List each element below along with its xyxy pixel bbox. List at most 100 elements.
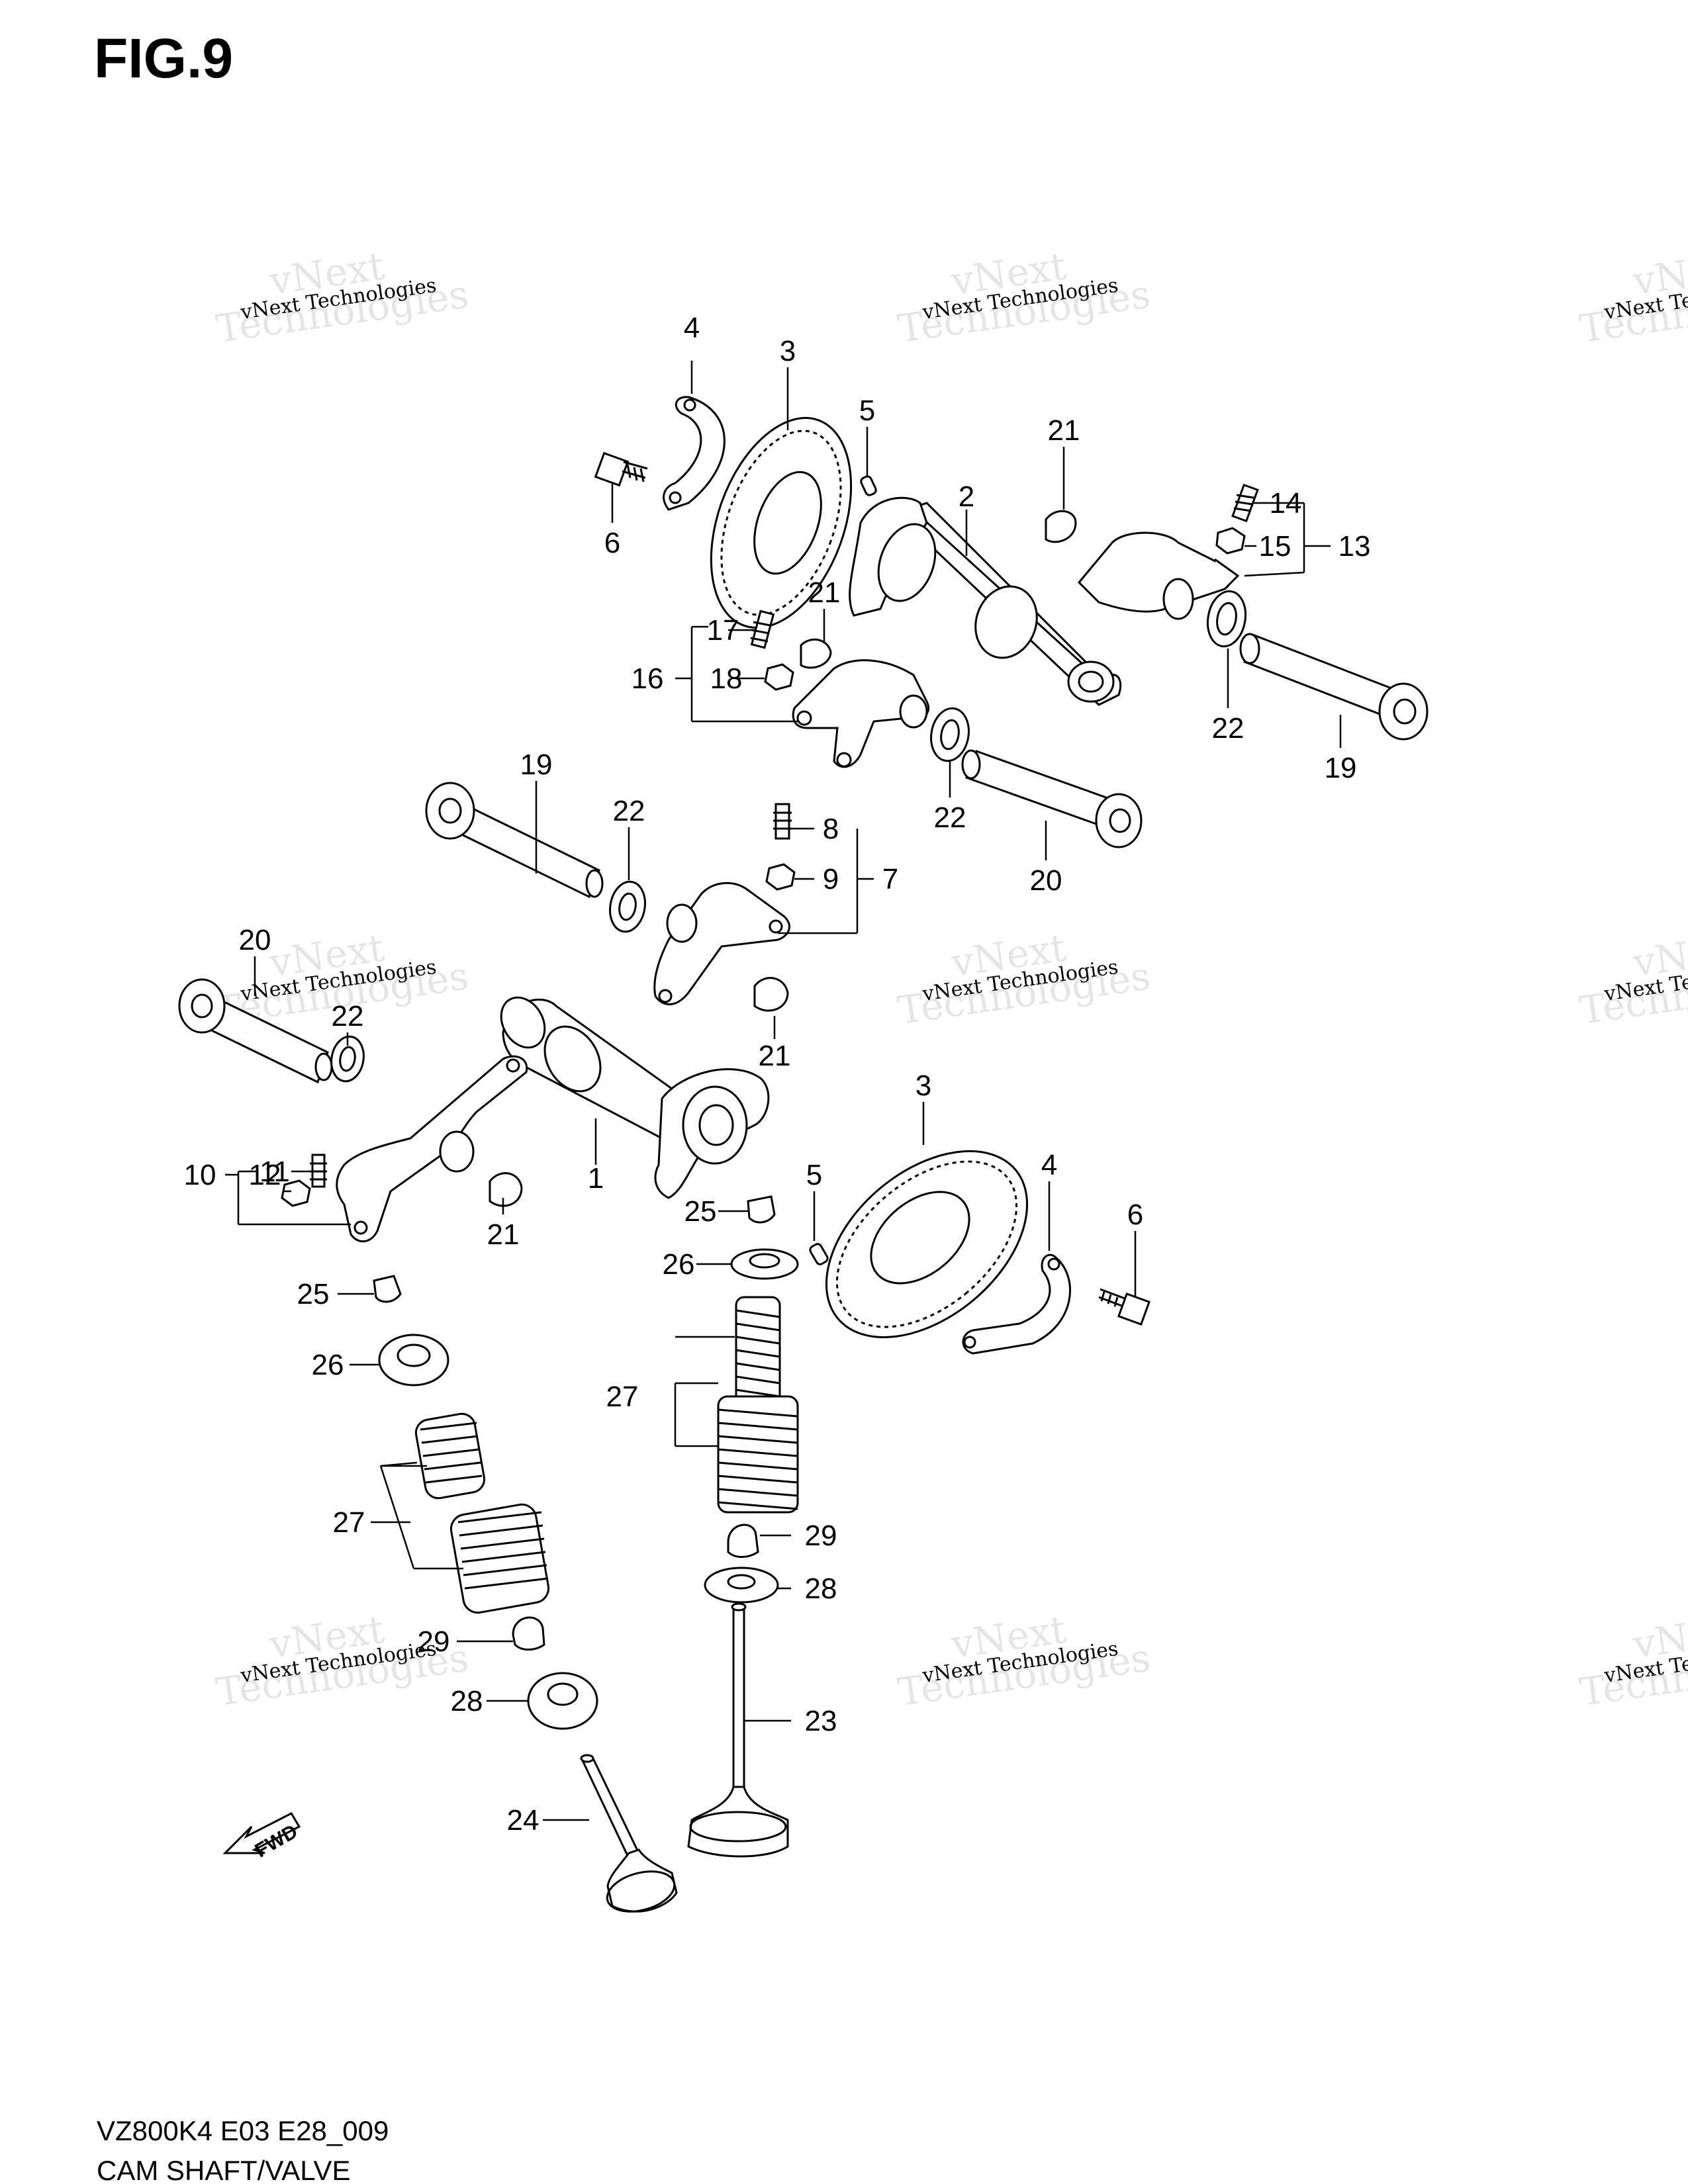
- part-bolt-lower: [1098, 1288, 1150, 1326]
- watermark-9: vNext Technologies vNext Technologies: [1577, 1607, 1688, 1715]
- part-rocker-arm-upper-right: [1077, 531, 1240, 620]
- callout-6-lower: 6: [1127, 1199, 1143, 1231]
- part-spring-seat-center: [704, 1567, 779, 1604]
- part-lock-nut-15: [1215, 527, 1246, 555]
- callout-20-left: 20: [239, 924, 271, 956]
- callout-17: 17: [707, 614, 739, 647]
- part-cam-chain-guide-upper-right: [1045, 510, 1077, 543]
- callout-8: 8: [823, 813, 839, 845]
- callout-3-upper: 3: [780, 335, 796, 367]
- callout-22-upper-right: 22: [1212, 712, 1244, 745]
- callout-24: 24: [507, 1804, 539, 1837]
- callout-29-left: 29: [418, 1625, 450, 1658]
- callout-28-left: 28: [451, 1685, 483, 1717]
- diagram-footer: VZ800K4 E03 E28_009 CAM SHAFT/VALVE: [97, 2111, 389, 2184]
- callout-16: 16: [632, 662, 664, 695]
- part-spring-retainer-center: [730, 1248, 799, 1280]
- callout-4-upper: 4: [684, 312, 700, 344]
- callout-10: 10: [184, 1159, 216, 1191]
- part-bolt-upper: [594, 451, 648, 487]
- part-retainer-plate-lower: [962, 1253, 1071, 1355]
- callout-27-left: 27: [333, 1506, 365, 1539]
- model-code: VZ800K4 E03 E28_009: [97, 2115, 389, 2146]
- callout-21-upper-middle: 21: [808, 576, 841, 609]
- part-dowel-pin-lower: [809, 1243, 829, 1265]
- callout-28-center: 28: [805, 1572, 837, 1605]
- part-rocker-shaft-upper-middle: [961, 749, 1143, 848]
- callout-labels: 4 3 5 6 2 21 14 15 13 22 19 21 17 16 18 …: [184, 312, 1371, 1837]
- callout-22-middle-left: 22: [613, 795, 645, 827]
- part-valve-stem-seal-center: [727, 1524, 759, 1558]
- part-spring-retainer-left: [378, 1334, 449, 1387]
- callout-29-center: 29: [805, 1520, 837, 1552]
- callout-21-left: 21: [487, 1218, 520, 1251]
- callout-11: 11: [259, 1156, 290, 1188]
- callout-25-left: 25: [297, 1278, 330, 1310]
- callout-15: 15: [1259, 530, 1291, 563]
- part-rocker-shaft-left: [178, 978, 333, 1084]
- callout-18: 18: [710, 662, 743, 695]
- part-valve-cotter-left: [373, 1275, 402, 1303]
- callout-22-upper-middle: 22: [934, 801, 966, 834]
- part-rocker-shaft-middle-left: [425, 782, 604, 899]
- part-rocker-arm-left: [336, 1055, 528, 1243]
- part-rocker-shaft-upper-right: [1239, 633, 1429, 741]
- section-name: CAM SHAFT/VALVE: [97, 2155, 351, 2184]
- part-cam-sprocket-lower: [825, 1150, 1029, 1339]
- part-exhaust-valve: [580, 1754, 678, 1913]
- callout-22-left: 22: [332, 1000, 364, 1032]
- callout-4-lower: 4: [1041, 1149, 1057, 1181]
- part-adjust-screw-17: [750, 610, 775, 649]
- part-dowel-pin-upper: [860, 475, 877, 496]
- part-spring-seat-left: [527, 1672, 598, 1730]
- callout-1: 1: [588, 1162, 604, 1195]
- callout-5-lower: 5: [806, 1159, 822, 1191]
- part-washer-left: [330, 1035, 365, 1083]
- watermark-8: vNext Technologies vNext Technologies: [895, 1607, 1153, 1715]
- callout-26-left: 26: [312, 1349, 344, 1381]
- callout-6-upper: 6: [604, 527, 620, 559]
- callout-2: 2: [959, 480, 974, 513]
- callout-25-center: 25: [684, 1195, 717, 1228]
- part-valve-springs-left: [414, 1412, 550, 1614]
- part-cam-sprocket-upper: [710, 417, 853, 629]
- callout-27-center: 27: [606, 1381, 639, 1413]
- part-valve-stem-seal-left: [512, 1616, 545, 1651]
- callout-3-lower: 3: [915, 1069, 931, 1102]
- part-washer-upper-middle: [930, 707, 970, 762]
- part-cam-chain-guide-middle: [753, 977, 789, 1012]
- part-washer-middle-left: [609, 880, 646, 933]
- callout-7: 7: [882, 863, 898, 895]
- leader-lines: [225, 361, 1342, 1821]
- watermark-6: vNext Technologies vNext Technologies: [1577, 925, 1688, 1033]
- part-intake-valve: [687, 1602, 789, 1858]
- part-camshaft-upper: [849, 496, 1122, 706]
- part-rocker-arm-upper-middle: [792, 659, 930, 768]
- callout-21-upper-right: 21: [1048, 414, 1080, 447]
- callout-23: 23: [805, 1705, 837, 1737]
- watermark-1: vNext Technologies vNext Technologies: [213, 244, 471, 351]
- part-lock-nut-18: [764, 663, 794, 691]
- watermark-3: vNext Technologies vNext Technologies: [1577, 244, 1688, 351]
- part-adjust-screw-11: [310, 1154, 327, 1188]
- callout-9: 9: [823, 863, 839, 895]
- part-cam-chain-guide-upper-middle: [800, 638, 832, 669]
- part-washer-upper-right: [1206, 590, 1247, 648]
- part-lock-nut-12: [281, 1179, 311, 1207]
- callout-21-middle: 21: [759, 1040, 791, 1072]
- callout-14: 14: [1270, 487, 1302, 520]
- figure-title: FIG.9: [94, 27, 234, 89]
- watermark-5: vNext Technologies vNext Technologies: [895, 925, 1153, 1033]
- fwd-direction-arrow: FWD: [222, 1812, 301, 1862]
- callout-5-upper: 5: [859, 394, 875, 427]
- part-valve-cotter-center: [747, 1195, 776, 1224]
- part-camshaft-middle: [500, 996, 770, 1199]
- callout-19-middle-left: 19: [520, 749, 553, 781]
- part-retainer-plate-upper: [663, 396, 726, 511]
- part-adjust-screw-8: [773, 803, 792, 840]
- callout-12: 12: [249, 1159, 281, 1191]
- watermark-2: vNext Technologies vNext Technologies: [895, 244, 1153, 351]
- callout-20-upper-middle: 20: [1030, 864, 1062, 897]
